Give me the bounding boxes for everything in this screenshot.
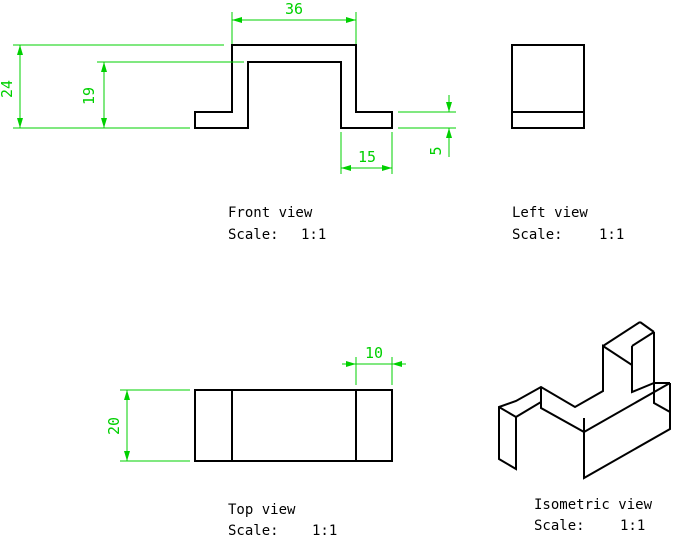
dim-front-width: 36 xyxy=(231,0,357,44)
top-view-title: Top view xyxy=(228,502,296,518)
left-view: Left view Scale: 1:1 xyxy=(511,44,624,243)
isometric-part xyxy=(498,321,671,480)
dim-top-depth: 20 xyxy=(105,389,190,462)
dim-front-total-height: 24 xyxy=(0,44,224,129)
isometric-view: Isometric view Scale: 1:1 xyxy=(498,321,671,534)
dim-top-end-width-text: 10 xyxy=(365,344,383,362)
front-view-scale-label: Scale: xyxy=(228,227,279,243)
dim-front-flange-width: 15 xyxy=(340,132,393,174)
dim-front-flange-width-text: 15 xyxy=(358,148,376,166)
front-view: 36 24 19 15 xyxy=(0,0,456,243)
top-view: 20 10 Top view Scale: 1:1 xyxy=(105,344,406,537)
isometric-view-scale-value: 1:1 xyxy=(620,518,645,534)
dim-front-width-text: 36 xyxy=(285,0,303,18)
dim-front-flange-thickness: 5 xyxy=(398,95,456,157)
dim-front-inner-height-text: 19 xyxy=(80,87,98,105)
left-view-title: Left view xyxy=(512,205,588,221)
left-view-outline xyxy=(511,44,585,129)
left-view-scale-label: Scale: xyxy=(512,227,563,243)
top-view-scale-label: Scale: xyxy=(228,523,279,537)
front-view-title: Front view xyxy=(228,205,313,221)
dim-top-end-width: 10 xyxy=(342,344,406,385)
left-view-scale-value: 1:1 xyxy=(599,227,624,243)
dim-top-depth-text: 20 xyxy=(105,417,123,435)
dim-front-flange-thickness-text: 5 xyxy=(427,146,445,155)
isometric-view-scale-label: Scale: xyxy=(534,518,585,534)
dim-front-total-height-text: 24 xyxy=(0,80,16,98)
front-view-scale-value: 1:1 xyxy=(301,227,326,243)
top-view-outline xyxy=(194,389,393,462)
isometric-view-title: Isometric view xyxy=(534,497,653,513)
front-view-outline xyxy=(194,44,393,129)
dim-front-inner-height: 19 xyxy=(80,61,244,128)
top-view-scale-value: 1:1 xyxy=(312,523,337,537)
